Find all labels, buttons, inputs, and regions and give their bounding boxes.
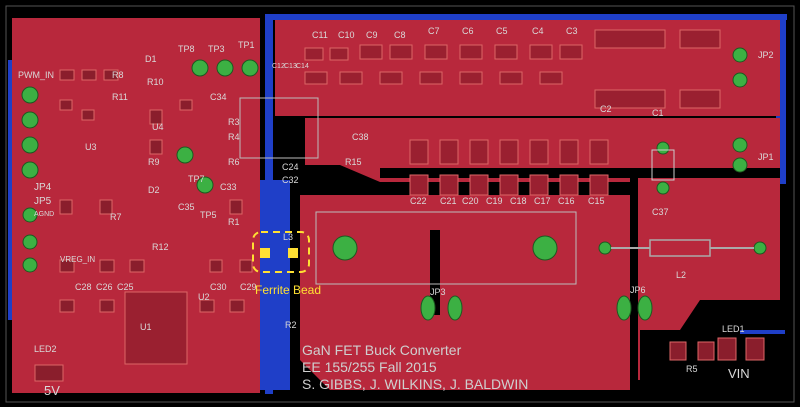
label-u1: U1 bbox=[140, 322, 152, 332]
label-c10: C10 bbox=[338, 30, 355, 40]
label-c18: C18 bbox=[510, 196, 527, 206]
label-led2: LED2 bbox=[34, 344, 57, 354]
label-r12: R12 bbox=[152, 242, 169, 252]
label-c26: C26 bbox=[96, 282, 113, 292]
label-r7: R7 bbox=[110, 212, 122, 222]
label-c30: C30 bbox=[210, 282, 227, 292]
silk-labels: PWM_IN JP4 JP5 AGND VREG_IN LED2 5V D1 T… bbox=[18, 26, 774, 398]
label-jp4: JP4 bbox=[34, 182, 52, 193]
label-d2: D2 bbox=[148, 185, 160, 195]
label-c11: C11 bbox=[312, 30, 328, 40]
ferrite-bead-pads bbox=[260, 248, 298, 258]
label-l3: L3 bbox=[283, 232, 293, 242]
board-title: GaN FET Buck Converter bbox=[302, 342, 462, 358]
fet-outline bbox=[239, 97, 319, 159]
label-r9: R9 bbox=[148, 157, 160, 167]
label-led1: LED1 bbox=[722, 324, 745, 334]
label-jp3: JP3 bbox=[430, 287, 446, 297]
label-tp3: TP3 bbox=[208, 44, 225, 54]
label-pwm-in: PWM_IN bbox=[18, 70, 54, 80]
label-u2: U2 bbox=[198, 292, 210, 302]
label-r6: R6 bbox=[228, 157, 240, 167]
label-vreg-in: VREG_IN bbox=[60, 255, 95, 264]
vin-pads bbox=[669, 337, 765, 361]
label-c7: C7 bbox=[428, 26, 440, 36]
label-c32: C32 bbox=[282, 175, 299, 185]
label-d1: D1 bbox=[145, 54, 157, 64]
board-course: EE 155/255 Fall 2015 bbox=[302, 359, 437, 375]
label-vin: VIN bbox=[728, 366, 750, 381]
label-c16: C16 bbox=[558, 196, 575, 206]
label-tp8: TP8 bbox=[178, 44, 195, 54]
label-c9: C9 bbox=[366, 30, 378, 40]
label-c28: C28 bbox=[75, 282, 92, 292]
label-c3: C3 bbox=[566, 26, 578, 36]
ferrite-bead-label: Ferrite Bead bbox=[255, 283, 321, 297]
ferrite-bead-highlight bbox=[252, 231, 310, 273]
label-c24: C24 bbox=[282, 162, 299, 172]
label-5v: 5V bbox=[44, 383, 60, 398]
label-jp1: JP1 bbox=[758, 152, 774, 162]
label-c37: C37 bbox=[652, 207, 669, 217]
c37-outline bbox=[651, 149, 675, 181]
label-jp5: JP5 bbox=[34, 196, 52, 207]
label-c14: C14 bbox=[296, 63, 309, 70]
label-r8: R8 bbox=[112, 70, 124, 80]
thru-hole-pads bbox=[21, 47, 767, 321]
label-c4: C4 bbox=[532, 26, 544, 36]
label-c35: C35 bbox=[178, 202, 195, 212]
label-c38: C38 bbox=[352, 132, 369, 142]
label-c21: C21 bbox=[440, 196, 457, 206]
label-r10: R10 bbox=[147, 77, 164, 87]
label-u4: U4 bbox=[152, 122, 164, 132]
label-jp2: JP2 bbox=[758, 50, 774, 60]
label-tp7: TP7 bbox=[188, 174, 205, 184]
label-c33: C33 bbox=[220, 182, 237, 192]
label-r2: R2 bbox=[285, 320, 297, 330]
left-pads bbox=[34, 69, 253, 382]
label-l2: L2 bbox=[676, 270, 686, 280]
label-c20: C20 bbox=[462, 196, 479, 206]
board-authors: S. GIBBS, J. WILKINS, J. BALDWIN bbox=[302, 376, 528, 392]
label-r5: R5 bbox=[686, 364, 698, 374]
label-c8: C8 bbox=[394, 30, 406, 40]
label-jp6: JP6 bbox=[630, 285, 646, 295]
cap-pads-lower bbox=[409, 139, 609, 196]
label-c25: C25 bbox=[117, 282, 134, 292]
label-r4: R4 bbox=[228, 132, 240, 142]
label-u3: U3 bbox=[85, 142, 97, 152]
label-c22: C22 bbox=[410, 196, 427, 206]
clearance bbox=[295, 118, 780, 390]
label-c17: C17 bbox=[534, 196, 551, 206]
label-c12: C12 bbox=[272, 63, 285, 70]
label-c6: C6 bbox=[462, 26, 474, 36]
label-r15: R15 bbox=[345, 157, 362, 167]
label-agnd: AGND bbox=[34, 211, 54, 218]
label-c29: C29 bbox=[240, 282, 257, 292]
cap-pads-upper bbox=[304, 29, 721, 109]
label-r3: R3 bbox=[228, 117, 240, 127]
label-c1: C1 bbox=[652, 108, 664, 118]
label-tp5: TP5 bbox=[200, 210, 217, 220]
label-c15: C15 bbox=[588, 196, 605, 206]
label-c19: C19 bbox=[486, 196, 503, 206]
label-c2: C2 bbox=[600, 104, 612, 114]
label-c34: C34 bbox=[210, 92, 227, 102]
label-c13: C13 bbox=[284, 63, 297, 70]
label-c5: C5 bbox=[496, 26, 508, 36]
u1-pad bbox=[124, 291, 188, 365]
label-tp1: TP1 bbox=[238, 40, 255, 50]
label-r11: R11 bbox=[112, 92, 128, 102]
power-stage-outline bbox=[315, 211, 577, 285]
label-r1: R1 bbox=[228, 217, 240, 227]
